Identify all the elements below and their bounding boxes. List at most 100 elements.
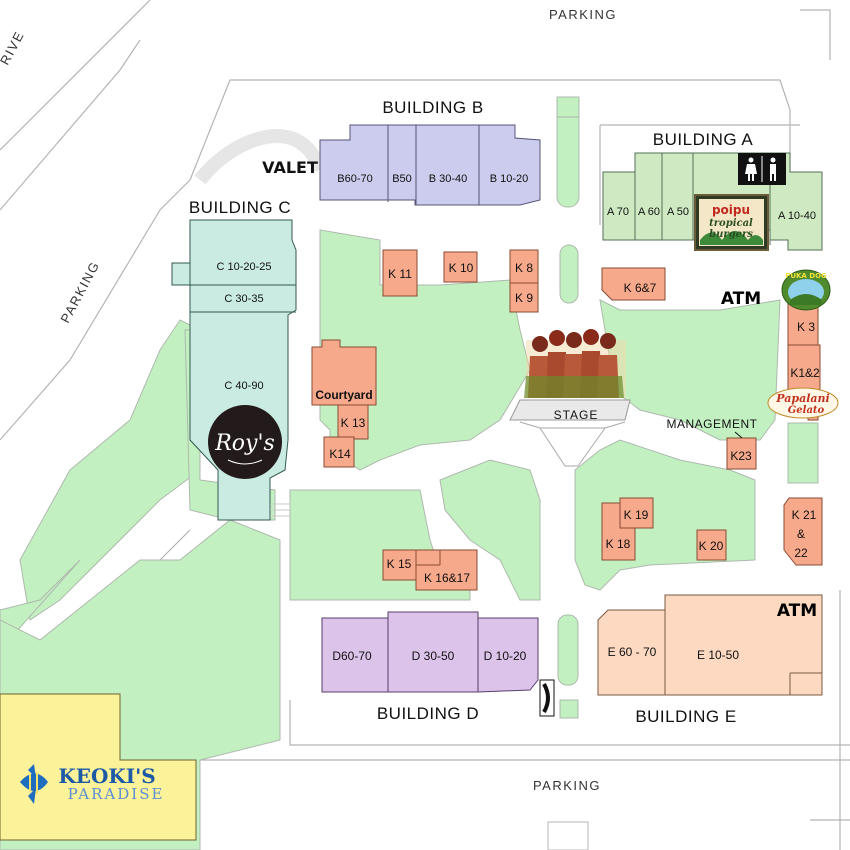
unit-d10-20[interactable]: D 10-20 (484, 649, 527, 663)
roys-logo-text: Roy's (214, 431, 275, 456)
building-c-title: BUILDING C (189, 198, 291, 217)
parking-label-west: PARKING (57, 258, 102, 325)
parking-label-north: PARKING (549, 7, 617, 22)
papalani-logo-line2: Gelato (788, 405, 825, 416)
kiosk-labels: K 11 K 10 K 8 K 9 K 6&7 Courtyard K 13 K… (315, 261, 820, 585)
road-edge (189, 79, 791, 181)
kiosk-k19-shape (619, 497, 654, 529)
keokis-title[interactable]: KEOKI'S (58, 764, 155, 788)
building-a-title: BUILDING A (653, 130, 754, 149)
kiosk-k14[interactable]: K14 (329, 447, 351, 461)
roys-logo[interactable]: Roy's (208, 405, 282, 479)
building-a: BUILDING A A 70 A 60 A 50 A 10-40 poipu … (602, 130, 823, 251)
kiosk-k19[interactable]: K 19 (624, 508, 649, 522)
lawn-west-small (0, 559, 81, 651)
stage-label: STAGE (554, 408, 599, 422)
unit-d60-70[interactable]: D60-70 (332, 649, 372, 663)
building-e: E 60 - 70 E 10-50 BUILDING E (597, 594, 823, 726)
parking-label-south: PARKING (533, 778, 601, 793)
median-south-cap (559, 699, 579, 719)
courtyard-label[interactable]: Courtyard (315, 388, 372, 402)
poipu-logo-line1: poipu (712, 203, 750, 217)
road-edge (0, 179, 191, 441)
kiosk-k18-shape (601, 502, 636, 561)
unit-c40-90[interactable]: C 40-90 (224, 380, 263, 392)
unit-b30-40[interactable]: B 30-40 (429, 173, 468, 185)
unit-a10-40[interactable]: A 10-40 (778, 210, 816, 222)
kiosk-k23[interactable]: K23 (730, 449, 752, 463)
kiosk-k6-7[interactable]: K 6&7 (624, 281, 657, 295)
courtyard-shape (311, 339, 377, 406)
atm-label-north: ATM (721, 289, 761, 309)
hula-dancers-icon (524, 329, 626, 398)
road-stub (547, 821, 589, 850)
kiosk-k21-amp: & (797, 527, 805, 541)
kiosk-k10[interactable]: K 10 (449, 261, 474, 275)
management-label: MANAGEMENT (666, 417, 757, 431)
walkway-stripes (270, 503, 290, 517)
kiosk-k21[interactable]: K 21 (792, 508, 817, 522)
kiosk-k18[interactable]: K 18 (606, 537, 631, 551)
unit-c30-35[interactable]: C 30-35 (224, 293, 263, 305)
kiosk-k1-2[interactable]: K1&2 (790, 366, 820, 380)
unit-b50[interactable]: B50 (392, 173, 412, 185)
building-b-title: BUILDING B (382, 98, 483, 117)
unit-c10-20-25[interactable]: C 10-20-25 (216, 261, 271, 273)
kiosk-k8[interactable]: K 8 (515, 261, 533, 275)
building-e-title: BUILDING E (635, 707, 736, 726)
restroom-icon (738, 153, 786, 185)
unit-e10-50[interactable]: E 10-50 (697, 648, 739, 662)
kiosk-k22[interactable]: 22 (794, 546, 808, 560)
poipu-logo-line2: tropical (709, 218, 753, 229)
puka-dog-logo[interactable]: PUKA DOG (781, 269, 831, 311)
lawn-east-strip (787, 422, 819, 484)
building-b: BUILDING B B60-70 B50 B 30-40 B 10-20 (319, 98, 541, 206)
building-c: BUILDING C C 10-20-25 C 30-35 C 40-90 Ro… (171, 198, 297, 521)
keokis-subtitle: PARADISE (68, 785, 165, 803)
kiosk-k21-22-shape (783, 497, 823, 566)
kiosk-k6-7-shape (601, 267, 666, 301)
unit-d30-50[interactable]: D 30-50 (412, 649, 455, 663)
kiosk-k8-9-shape (509, 249, 539, 313)
kiosk-k15-shape (382, 549, 417, 581)
puka-dog-logo-text: PUKA DOG (785, 272, 827, 280)
kiosk-k11-shape (382, 249, 418, 297)
building-d: D60-70 D 30-50 D 10-20 BUILDING D (321, 611, 539, 723)
kiosk-k16-17-shape (415, 549, 478, 591)
poipu-burgers-logo[interactable]: poipu tropical burgers (694, 194, 769, 251)
phone-icon (539, 679, 555, 717)
keokis-paradise: KEOKI'S PARADISE (0, 693, 197, 841)
road-name-fragment: RIVE (0, 28, 27, 67)
lawn-central-south (439, 459, 541, 601)
unit-a60[interactable]: A 60 (638, 206, 660, 218)
papalani-gelato-logo[interactable]: Papalani Gelato (767, 387, 839, 419)
road-edge (0, 0, 151, 151)
building-d-title: BUILDING D (377, 704, 479, 723)
poipu-logo-line3: burgers (709, 229, 753, 240)
kiosk-k11[interactable]: K 11 (388, 267, 412, 281)
stage: STAGE (509, 329, 631, 467)
kiosk-k3[interactable]: K 3 (797, 320, 815, 334)
kiosk-k10-shape (443, 251, 478, 283)
papalani-logo-line1: Papalani (775, 392, 829, 405)
median-north-cap (556, 96, 580, 118)
kiosk-k9[interactable]: K 9 (515, 291, 533, 305)
valet-label: VALET (262, 158, 318, 177)
unit-a70[interactable]: A 70 (607, 206, 629, 218)
median-south (557, 614, 579, 686)
unit-a50[interactable]: A 50 (667, 206, 689, 218)
kiosk-k20[interactable]: K 20 (699, 539, 724, 553)
kiosk-k14-shape (323, 436, 355, 468)
angelfish-icon (20, 764, 48, 804)
unit-e60-70[interactable]: E 60 - 70 (608, 645, 657, 659)
valet-loop (194, 129, 327, 185)
kiosk-k16-17[interactable]: K 16&17 (424, 571, 470, 585)
kiosk-k20-shape (696, 529, 727, 561)
road-edge (289, 700, 850, 746)
unit-b10-20[interactable]: B 10-20 (490, 173, 529, 185)
kiosk-k15[interactable]: K 15 (387, 557, 412, 571)
kiosk-k13[interactable]: K 13 (341, 416, 366, 430)
unit-b60-70[interactable]: B60-70 (337, 173, 372, 185)
